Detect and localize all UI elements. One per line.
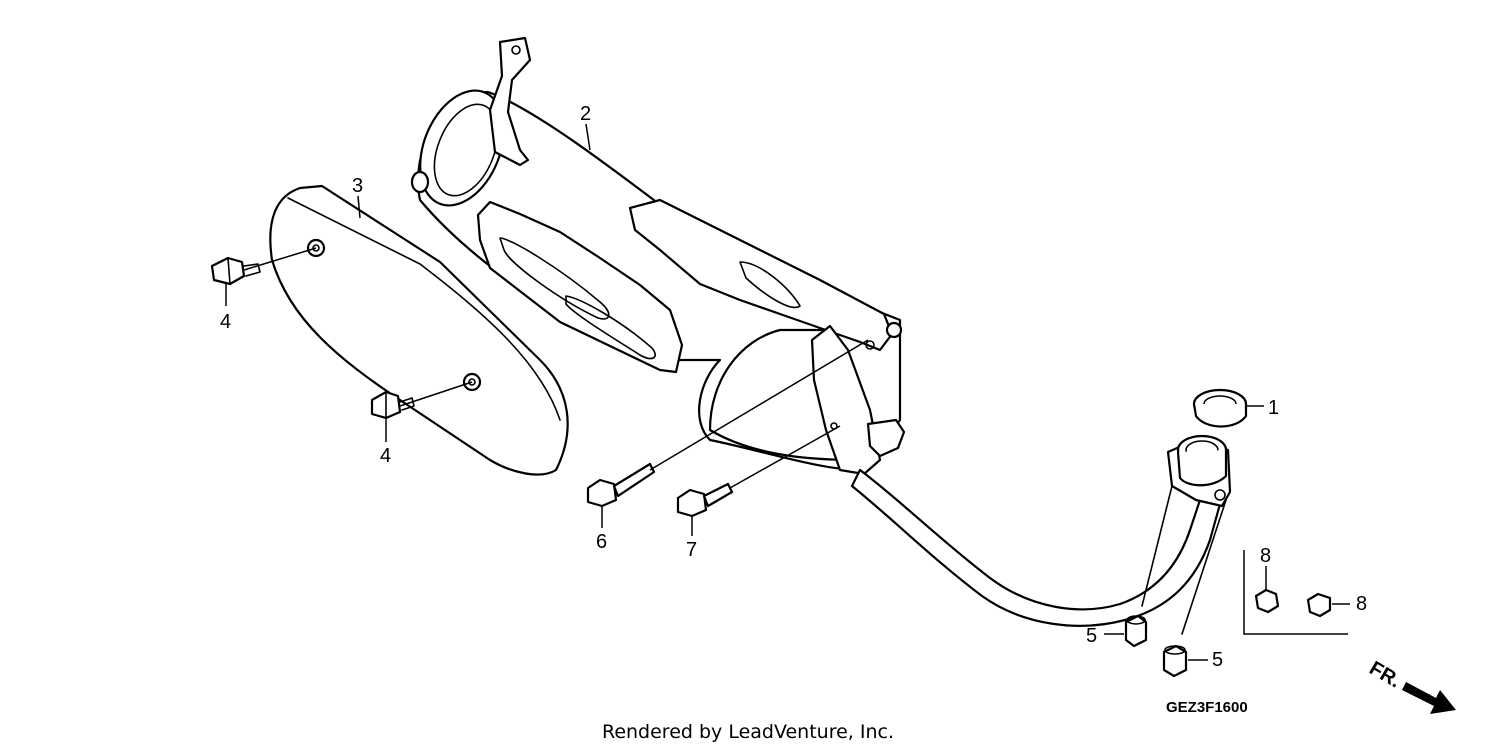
credit-text: Rendered by LeadVenture, Inc.: [602, 721, 894, 743]
callout-6: 6: [596, 531, 607, 553]
callout-4-lower: 4: [380, 445, 391, 467]
muffler-protector: [269, 184, 569, 476]
front-label: FR.: [1366, 657, 1405, 692]
nut-5-left: [1124, 614, 1148, 648]
bolt-7: [676, 482, 734, 518]
bolt-6: [586, 462, 656, 508]
bolt-4-lower: [370, 390, 415, 420]
callout-2: 2: [580, 103, 591, 125]
bolt-4-upper: [210, 256, 261, 286]
callout-8-right: 8: [1356, 593, 1367, 615]
front-direction-indicator: FR.: [1366, 657, 1456, 714]
front-arrow-icon: [1402, 682, 1456, 714]
diagram-code: GEZ3F1600: [1166, 699, 1248, 716]
leader-lines: [225, 123, 1350, 661]
callout-5-right: 5: [1212, 649, 1223, 671]
exhaust-pipe: [850, 434, 1232, 635]
nut-8-box: [1243, 550, 1348, 635]
callout-3: 3: [352, 175, 363, 197]
callout-5-left: 5: [1086, 625, 1097, 647]
muffler-body: [410, 36, 906, 476]
callout-1: 1: [1268, 397, 1279, 419]
callout-4-upper: 4: [220, 311, 231, 333]
gasket: [1192, 388, 1248, 428]
callout-7: 7: [686, 539, 697, 561]
callout-8-upper: 8: [1260, 545, 1271, 567]
nut-5-right: [1162, 644, 1188, 678]
